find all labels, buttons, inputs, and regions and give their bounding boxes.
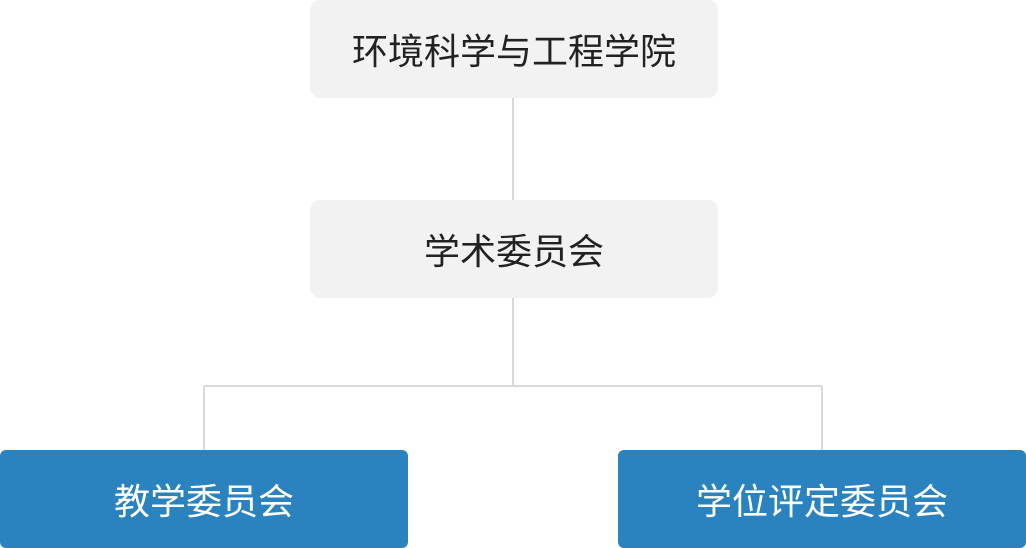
node-degree-committee: 学位评定委员会 <box>618 450 1026 548</box>
node-degree-committee-label: 学位评定委员会 <box>695 482 948 523</box>
node-academic-committee: 学术委员会 <box>310 200 718 298</box>
node-school: 环境科学与工程学院 <box>310 0 718 98</box>
node-teaching-committee: 教学委员会 <box>0 450 408 548</box>
node-school-label: 环境科学与工程学院 <box>351 32 676 73</box>
node-teaching-committee-label: 教学委员会 <box>113 482 294 523</box>
node-academic-committee-label: 学术委员会 <box>423 232 604 273</box>
